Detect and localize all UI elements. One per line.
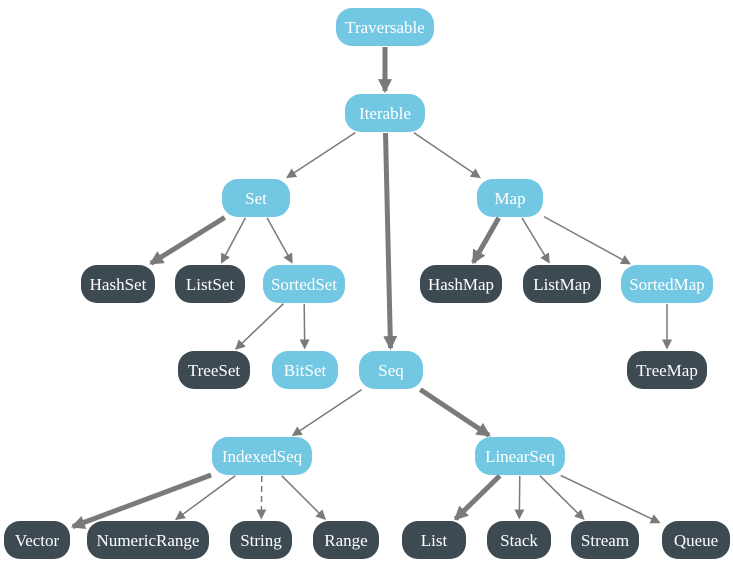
node-set: Set (222, 179, 290, 217)
node-sortedset: SortedSet (263, 265, 345, 303)
edge-map-hashmap (471, 216, 501, 265)
edge-iterable-map (413, 131, 481, 179)
edge-linearseq-stack (514, 475, 525, 520)
node-queue: Queue (662, 521, 730, 559)
node-indexedseq: IndexedSeq (212, 437, 312, 475)
edge-indexedseq-numericrange (174, 474, 236, 521)
edge-set-listset (220, 217, 247, 264)
edge-linearseq-list (453, 473, 502, 521)
edge-iterable-set (286, 131, 356, 179)
node-hashmap: HashMap (420, 265, 502, 303)
edge-set-hashset (149, 215, 227, 266)
node-traversable: Traversable (336, 8, 434, 46)
edge-indexedseq-string (256, 475, 267, 520)
edge-iterable-seq (383, 132, 398, 351)
node-stream: Stream (571, 521, 639, 559)
edge-seq-indexedseq (291, 388, 363, 437)
edge-sortedset-bitset (299, 303, 310, 350)
node-listmap: ListMap (523, 265, 601, 303)
node-seq: Seq (359, 351, 423, 389)
node-linearseq: LinearSeq (475, 437, 565, 475)
node-numericrange: NumericRange (87, 521, 209, 559)
node-bitset: BitSet (272, 351, 338, 389)
edge-indexedseq-vector (70, 472, 212, 529)
edge-linearseq-queue (560, 474, 661, 524)
node-string: String (230, 521, 292, 559)
edge-sortedset-treeset (235, 303, 284, 350)
node-treeset: TreeSet (178, 351, 250, 389)
edge-indexedseq-range (281, 475, 326, 520)
node-treemap: TreeMap (627, 351, 707, 389)
node-sortedmap: SortedMap (621, 265, 713, 303)
node-listset: ListSet (175, 265, 245, 303)
node-iterable: Iterable (345, 94, 425, 132)
node-stack: Stack (487, 521, 551, 559)
edge-linearseq-stream (539, 475, 585, 520)
node-range: Range (313, 521, 379, 559)
node-hashset: HashSet (81, 265, 155, 303)
edge-seq-linearseq (418, 387, 491, 438)
node-map: Map (477, 179, 543, 217)
edge-set-sortedset (266, 217, 293, 264)
edge-map-listmap (521, 217, 550, 264)
edge-map-sortedmap (543, 215, 632, 265)
node-list: List (402, 521, 466, 559)
node-vector: Vector (4, 521, 70, 559)
